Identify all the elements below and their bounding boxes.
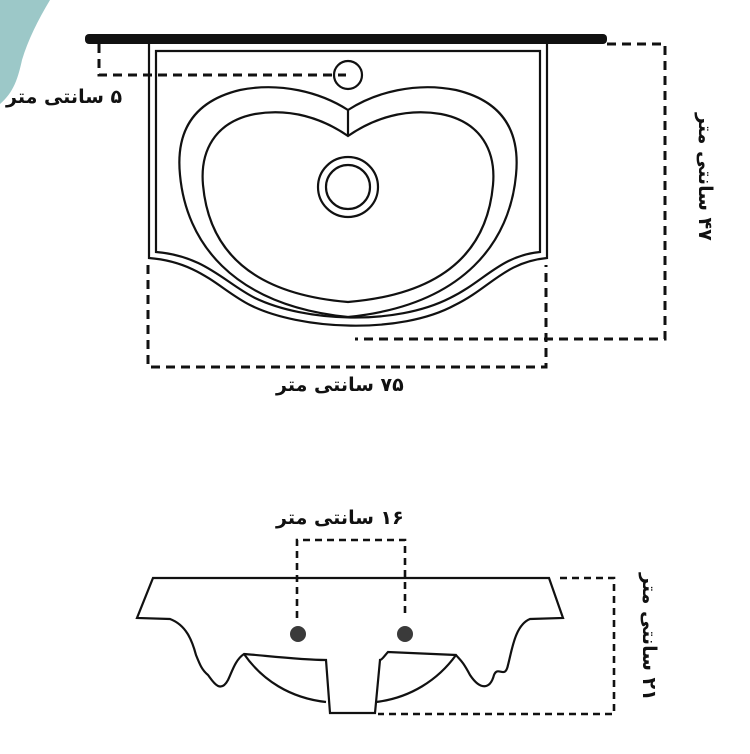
faucet-offset-dimension-line [97,44,346,77]
side-view-dimension-lines [295,538,616,716]
counter-outline-inner [154,49,542,319]
width-dimension-line [146,265,548,369]
top-view-dimension-lines [97,42,667,369]
faucet-offset-label: ۵ سانتی متر [6,86,123,108]
width-label: ۷۵ سانتی متر [276,374,404,396]
mount-spacing-label: ۱۶ سانتی متر [276,507,404,529]
depth-dimension-line [355,42,667,341]
top-view [85,34,607,327]
basin-side-profile [135,576,565,715]
mount-spacing-dimension-line [295,538,407,618]
drain-outer [316,155,380,219]
drain-inner [324,163,372,211]
bowl-curve-left [243,653,327,704]
bowl-outer-rim [178,86,518,319]
bowl-inner-rim [201,111,495,304]
wall-bar [85,34,607,44]
mount-hole-left [290,626,306,642]
counter-outline-outer [147,44,549,327]
faucet-hole [332,59,364,91]
height-dimension-line [378,576,616,716]
side-view [135,576,565,715]
height-label: ۲۱ سانتی متر [638,573,660,701]
depth-label: ۴۷ سانتی متر [694,113,716,241]
mount-hole-right [397,626,413,642]
decorative-accent-shape [0,0,50,104]
bowl-curve-right [375,654,457,704]
